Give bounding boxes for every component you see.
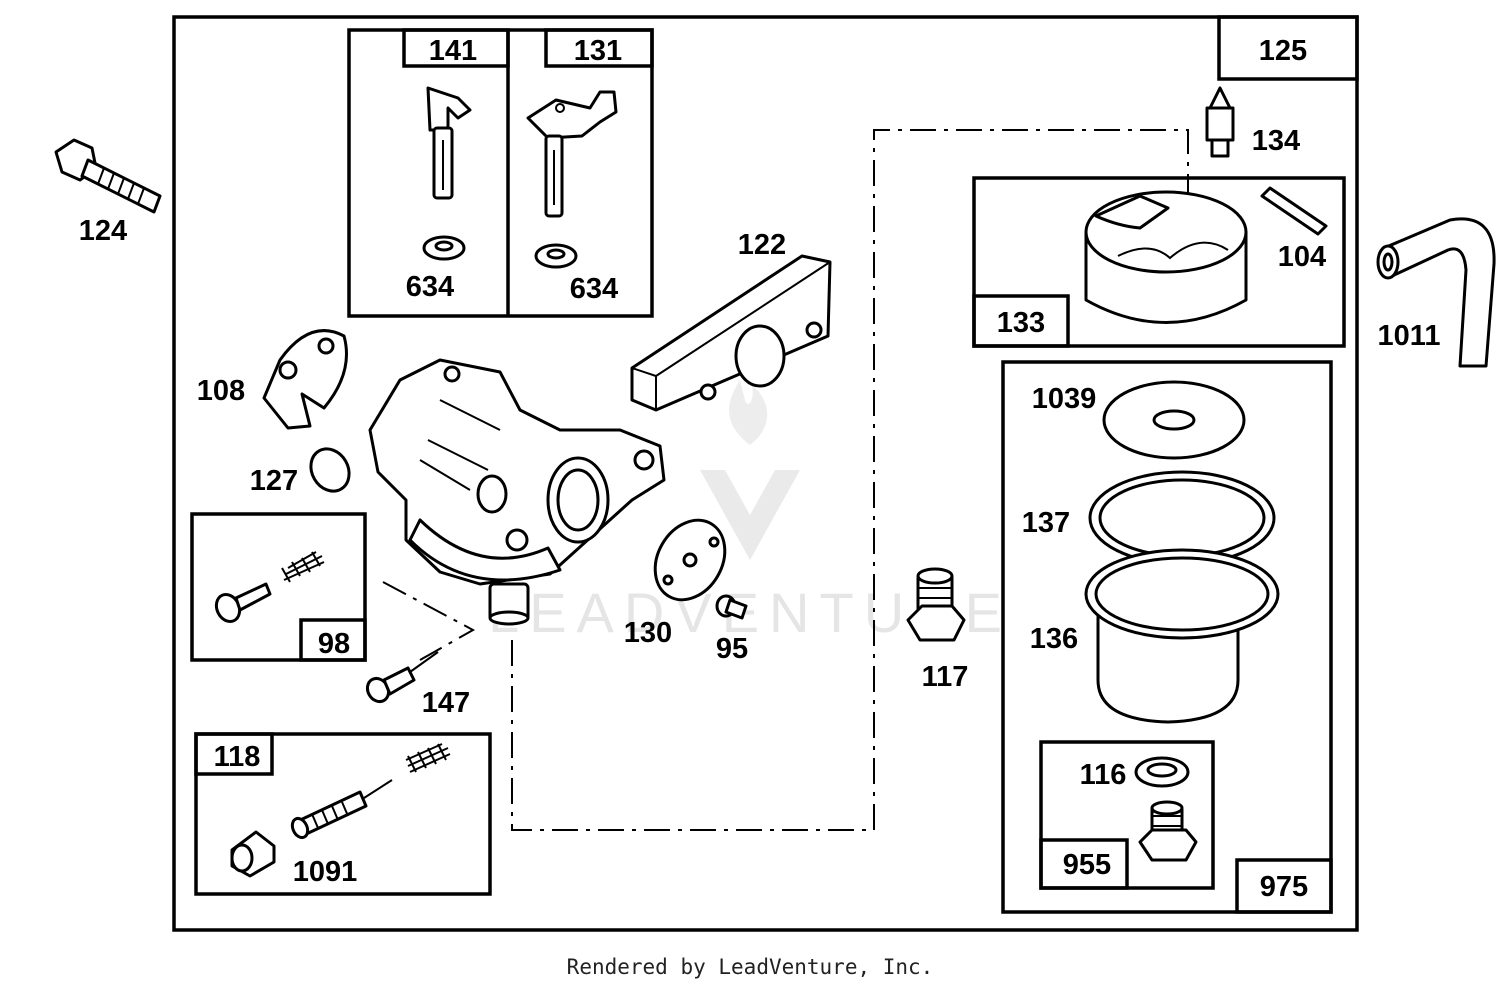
label-131: 131 [574,35,622,67]
pin-104[interactable] [1260,186,1328,236]
shaft-141[interactable] [426,86,472,200]
spring-118[interactable] [405,743,451,773]
fitting-117[interactable] [906,567,966,642]
screw-147[interactable] [363,651,439,705]
washer-634-right[interactable] [534,243,578,269]
label-137: 137 [1022,507,1070,539]
washer-634-left[interactable] [422,235,466,261]
gasket-1039[interactable] [1102,380,1246,460]
cap-118[interactable] [230,830,276,878]
label-104: 104 [1278,241,1326,273]
plug-127[interactable] [303,442,356,498]
label-634-right: 634 [570,273,618,305]
oring-137[interactable] [1088,470,1276,566]
gasket-130[interactable] [641,508,738,613]
float-133[interactable] [1084,190,1248,324]
spring-98[interactable] [281,551,325,583]
label-127: 127 [250,465,298,497]
box-118: 118 1091 [194,732,492,896]
box-125 [1217,15,1359,81]
label-118: 118 [214,741,261,773]
bolt-124[interactable]: 124 [54,138,162,247]
hose-1011[interactable] [1376,217,1496,368]
bowl-136[interactable] [1084,548,1280,724]
label-975: 975 [1260,871,1308,903]
label-108: 108 [197,375,245,407]
label-147: 147 [422,687,470,719]
screw-98[interactable] [212,582,272,625]
assembly-lines [382,129,1189,831]
label-1039: 1039 [1032,383,1097,415]
screw-95[interactable] [715,594,748,620]
box-133: 133 104 [972,176,1346,348]
label-955: 955 [1063,849,1111,881]
label-1011: 1011 [1378,320,1441,352]
label-117: 117 [922,661,969,693]
label-134: 134 [1252,125,1300,157]
needle-1091[interactable] [289,779,393,840]
shaft-131[interactable] [526,90,618,218]
label-122: 122 [738,229,786,261]
carburetor-body[interactable] [368,358,666,626]
label-124: 124 [79,215,127,247]
label-634-left: 634 [406,271,454,303]
box-141-131: 141 131 634 634 [347,28,654,318]
label-133: 133 [997,307,1045,339]
box-975: 975 1039 137 136 955 116 [1001,360,1333,914]
washer-116[interactable] [1134,756,1190,788]
plate-108[interactable] [262,329,348,430]
needle-134[interactable] [1205,86,1235,158]
label-141: 141 [429,35,477,67]
main-frame [172,15,1359,932]
label-125: 125 [1259,35,1307,67]
screw-955[interactable] [1138,800,1198,862]
label-98: 98 [318,628,350,660]
label-95: 95 [716,633,748,665]
box-98: 98 [190,512,367,662]
label-130: 130 [624,617,672,649]
insulator-122[interactable] [630,254,832,412]
label-1091: 1091 [293,856,358,888]
render-credit: Rendered by LeadVenture, Inc. [566,955,934,979]
label-116: 116 [1080,759,1127,791]
label-136: 136 [1030,623,1078,655]
